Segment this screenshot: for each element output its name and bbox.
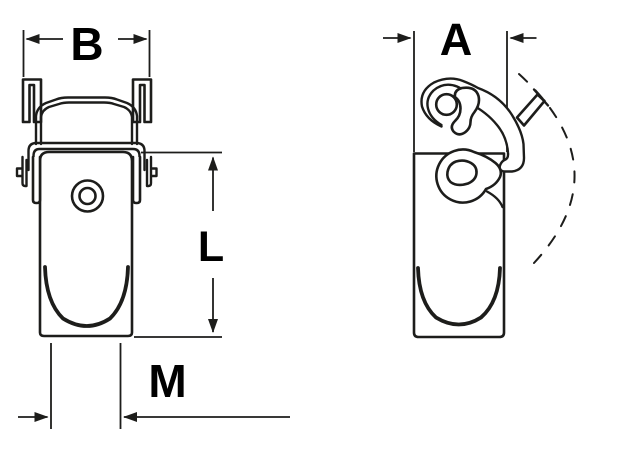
pivot-hole	[434, 92, 459, 117]
release-lever	[515, 93, 546, 127]
hasp-body	[38, 150, 134, 338]
l-extension-lines	[134, 151, 222, 338]
bracket-tab-left	[21, 78, 43, 124]
side-strip-left	[31, 155, 42, 205]
dimension-A: A	[383, 14, 537, 152]
wire-loop-front	[43, 265, 130, 328]
side-tab-right	[145, 155, 158, 188]
bracket-tab-right	[131, 78, 153, 124]
bracket-hat-inner	[39, 101, 134, 146]
m-extension-lines	[50, 343, 122, 429]
channel-body	[412, 152, 506, 339]
cam-hook-outline	[420, 77, 526, 173]
bracket-band-inner	[32, 147, 141, 174]
side-strip-right	[131, 155, 142, 205]
b-extension-lines	[22, 30, 151, 77]
dimension-label-A: A	[440, 14, 473, 65]
bracket-band-outer	[27, 141, 146, 172]
side-tab-left	[15, 155, 28, 188]
lever-tip-bar	[532, 88, 550, 107]
side-view: A	[383, 14, 576, 339]
dimension-label-L: L	[198, 223, 224, 271]
cam-inner-arm	[450, 86, 481, 136]
dimension-B: B	[22, 18, 151, 77]
dimension-label-B: B	[70, 18, 103, 70]
dimension-label-M: M	[148, 355, 186, 407]
cam-disc-slot	[446, 159, 478, 187]
wire-loop-side	[416, 266, 502, 327]
dimension-L: L	[134, 151, 224, 338]
rivet-hole-inner	[78, 186, 97, 206]
front-view: B L	[15, 18, 290, 429]
dimension-M: M	[18, 343, 290, 429]
cam-disc-tail	[485, 190, 504, 209]
bracket-hat-outer	[34, 96, 139, 146]
